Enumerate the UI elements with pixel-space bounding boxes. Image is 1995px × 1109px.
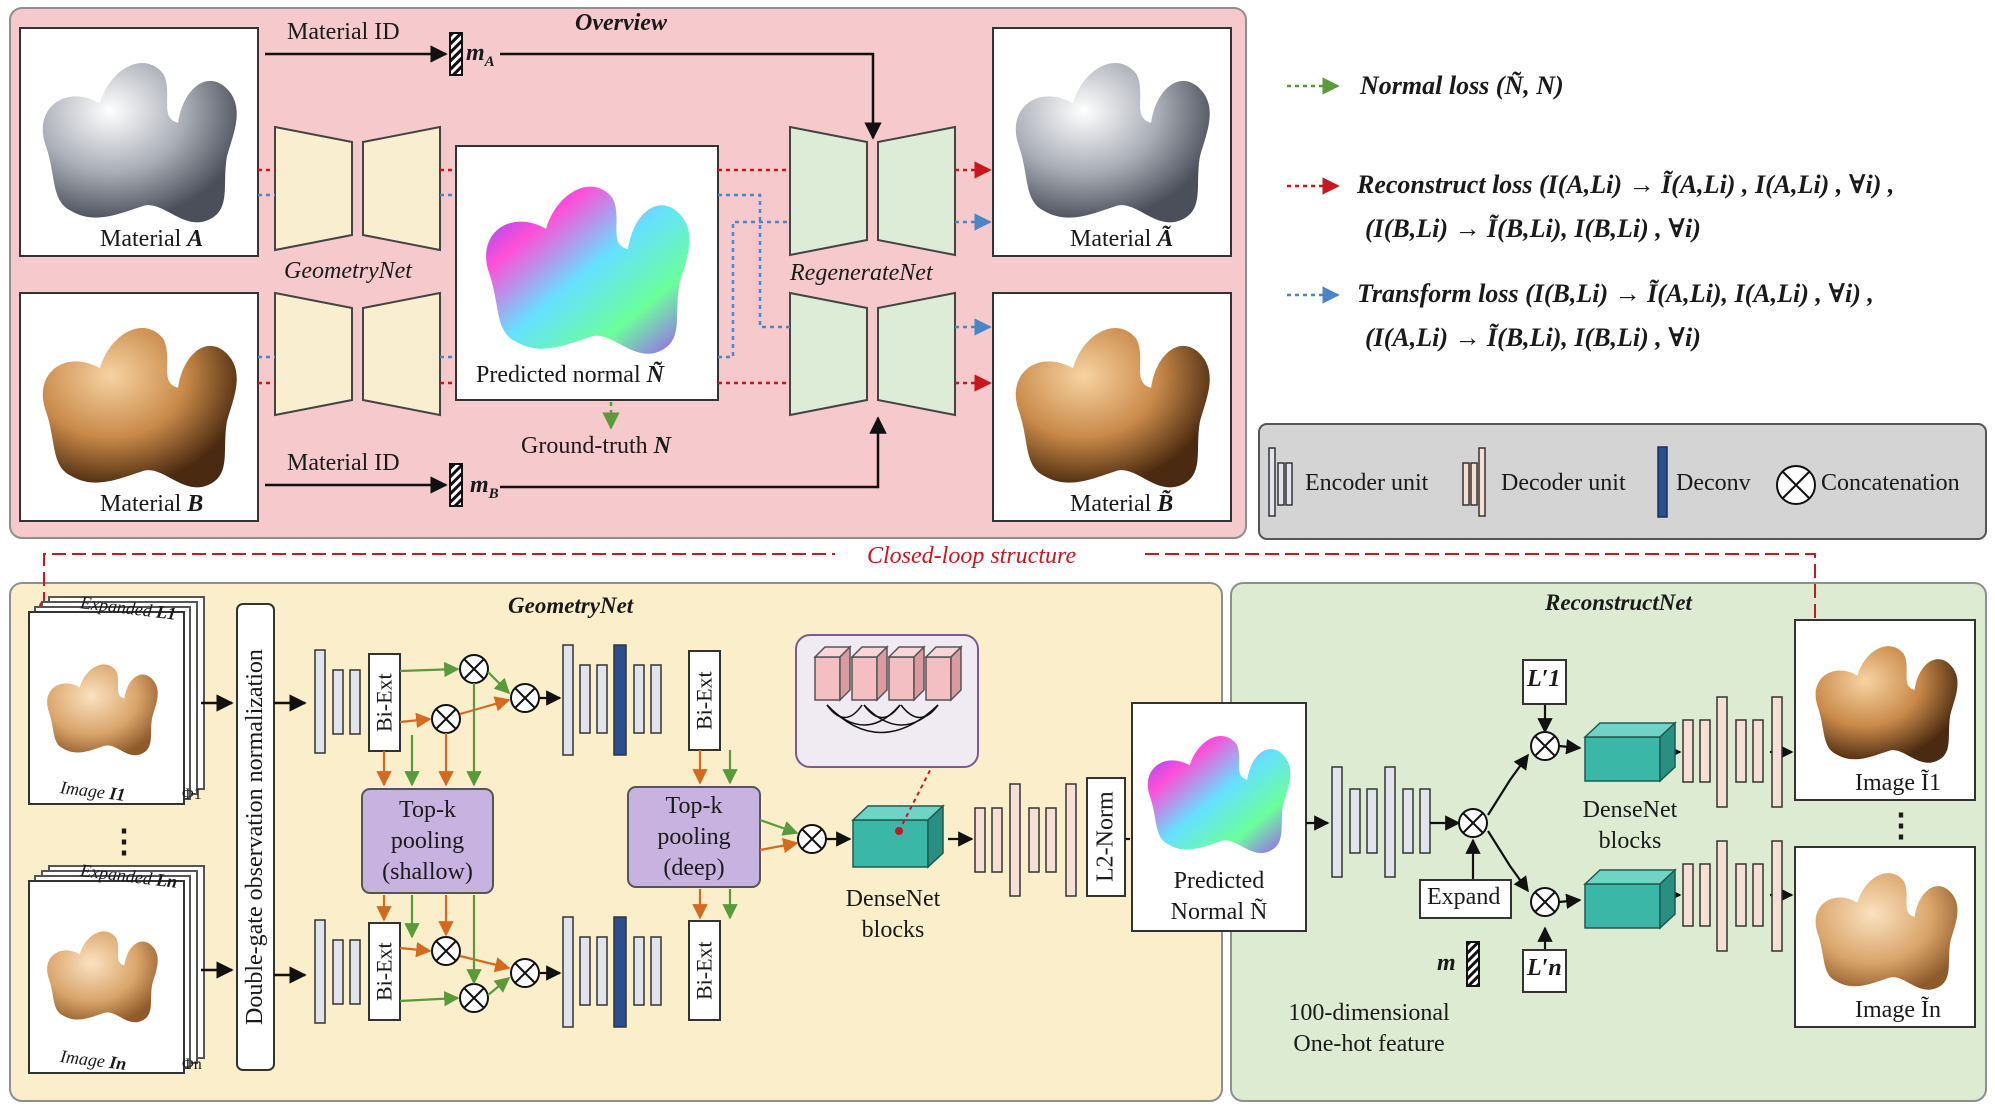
l-prime-1-label: L′1 (1527, 666, 1561, 692)
material-id-label-bottom: Material ID (287, 450, 400, 476)
bi-ext-box-4 (688, 920, 721, 1021)
image-material-b (19, 292, 259, 522)
bi-ext-label-3: Bi-Ext (691, 671, 717, 730)
reconstruct-loss-label-1: Reconstruct loss (I(A,Li) → Ĩ(A,Li) , I(… (1357, 170, 1895, 199)
component-legend-glyphs (1268, 446, 1816, 518)
transform-loss-label-2: (I(A,Li) → Ĩ(B,Li), I(B,Li) , ∀i) (1365, 323, 1701, 352)
geometrynet-arrows (376, 661, 1130, 1007)
l-prime-n-label: L′n (1527, 955, 1562, 981)
dgon-arrows (201, 694, 307, 984)
l-prime-n-box (1522, 949, 1567, 993)
output-image-n-label: Image Ĩn (1855, 997, 1941, 1023)
bi-ext-label-1: Bi-Ext (371, 673, 397, 732)
phi-n-label: Φn (182, 1056, 202, 1073)
image-material-a-tilde (992, 27, 1232, 257)
expand-box (1419, 879, 1512, 919)
overview-title: Overview (575, 10, 667, 36)
l2-norm-label: L2-Norm (1092, 791, 1119, 883)
densenet-cube-reconstruct-n (1583, 868, 1677, 930)
legend-panel (1258, 423, 1987, 540)
legend-encoder-label: Encoder unit (1305, 470, 1429, 496)
reconstruct-concat-nodes (1458, 731, 1560, 917)
pool-deep-label: Top-k pooling (deep) (657, 793, 731, 881)
loss-legend-arrows (1287, 77, 1340, 304)
bi-ext-label-2: Bi-Ext (371, 942, 397, 1001)
material-id-label-top: Material ID (287, 19, 400, 45)
material-a-label: Material A (100, 226, 204, 252)
l-prime-1-box (1522, 659, 1567, 705)
predicted-normal-detail (1131, 702, 1307, 932)
output-image-1 (1794, 619, 1976, 801)
m-a-label: mA (466, 40, 495, 70)
material-id-marker-m (1466, 941, 1480, 987)
deconv-icon (1657, 446, 1668, 518)
m-b-label: mB (470, 472, 499, 502)
material-id-marker-a (449, 32, 463, 76)
concatenation-icon (1776, 465, 1816, 505)
legend-deconv-label: Deconv (1676, 470, 1751, 496)
bi-ext-box-3 (688, 650, 721, 751)
densenet-cube-reconstruct-1 (1583, 721, 1677, 783)
reconstruct-decoder-stack-n (1682, 840, 1783, 952)
material-a-tilde-label: Material Ã (1070, 226, 1174, 252)
expand-label: Expand (1427, 884, 1501, 910)
dgon-box (236, 603, 275, 1071)
input-stack-n (28, 865, 205, 1074)
encoder-stage2-top (562, 644, 662, 756)
output-image-n (1794, 846, 1976, 1028)
geometrynet-title: GeometryNet (508, 593, 634, 618)
normal-loss-label: Normal loss (Ñ, N) (1360, 71, 1564, 100)
reconstruct-loss-label-2: (I(B,Li) → Ĩ(B,Li), I(B,Li) , ∀i) (1365, 214, 1701, 243)
overview-regeneratenet-top (789, 125, 956, 257)
reconstruct-encoder-stack (1331, 766, 1431, 878)
overview-regeneratenet-bottom (789, 291, 956, 417)
densenet-geometry-label: DenseNet blocks (845, 886, 941, 943)
overview-arrows (258, 45, 992, 494)
pool-shallow-label: Top-k pooling (shallow) (382, 797, 473, 885)
image-material-a (19, 27, 259, 257)
decoder-unit-icon (1462, 462, 1470, 506)
densenet-cube-geometry (851, 804, 945, 869)
bi-ext-label-4: Bi-Ext (691, 941, 717, 1000)
ground-truth-label: Ground-truth N (521, 433, 671, 459)
overview-geometrynet-top (274, 125, 441, 252)
overview-geometrynet-label: GeometryNet (284, 258, 412, 284)
top-k-pooling-deep-box (627, 786, 761, 888)
geometry-vdots: ⋮ (108, 823, 140, 859)
reconstruct-decoder-stack-1 (1682, 696, 1783, 808)
image-material-b-tilde (992, 292, 1232, 522)
encoder-unit-icon (1268, 447, 1276, 517)
output-image-1-label: Image Ĩ1 (1855, 770, 1941, 796)
encoder-stage1-bottom (314, 919, 361, 1024)
l2-norm-box (1086, 777, 1126, 897)
predicted-normal-detail-label: Predicted Normal Ñ (1170, 868, 1268, 925)
encoder-stage2-bottom (562, 916, 662, 1028)
phi-1-label: Φ1 (182, 786, 202, 803)
densenet-reconstruct-label: DenseNet blocks (1582, 797, 1678, 854)
dgon-label: Double-gate observation normalization (242, 649, 268, 1025)
encoder-stage1-top (314, 649, 361, 754)
material-id-marker-b (449, 463, 463, 507)
material-b-label: Material B (100, 491, 204, 517)
overview-regeneratenet-label: RegenerateNet (790, 260, 933, 286)
top-k-pooling-shallow-box (361, 788, 494, 894)
onehot-label: 100-dimensional One-hot feature (1288, 1000, 1450, 1057)
image-predicted-normal (455, 145, 719, 401)
overview-geometrynet-bottom (274, 291, 441, 417)
reconstructnet-title: ReconstructNet (1545, 590, 1692, 615)
legend-concat-label: Concatenation (1821, 470, 1960, 496)
transform-loss-label-1: Transform loss (I(B,Li) → Ĩ(A,Li), I(A,L… (1357, 279, 1874, 308)
input-stack-1 (28, 596, 205, 805)
closed-loop-line (43, 553, 1816, 630)
densenet-inset (795, 634, 979, 768)
closed-loop-label: Closed-loop structure (867, 543, 1077, 569)
bi-ext-box-2 (368, 922, 401, 1021)
reconstruct-vdots: ⋮ (1885, 807, 1917, 843)
material-b-tilde-label: Material B̃ (1070, 491, 1174, 517)
geometry-decoder-stack (974, 783, 1077, 897)
legend-decoder-label: Decoder unit (1501, 470, 1626, 496)
predicted-normal-label: Predicted normal Ñ (476, 362, 664, 388)
m-label: m (1437, 950, 1456, 976)
